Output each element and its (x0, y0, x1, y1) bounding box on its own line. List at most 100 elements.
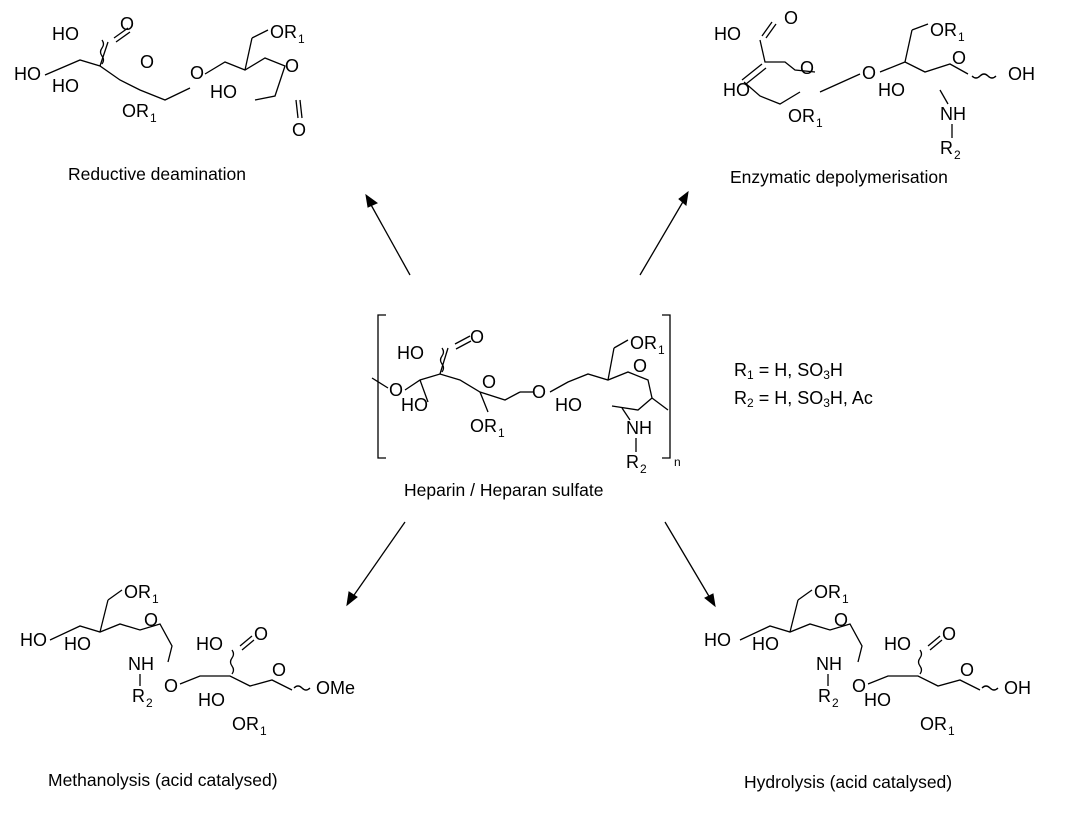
me-ring-o: O (144, 610, 158, 630)
ez-ring-o: O (800, 58, 814, 78)
ez-ho2: HO (878, 80, 905, 100)
ez-oh: OH (1008, 64, 1035, 84)
me-ring-1 (49, 623, 173, 663)
ez-double-2 (745, 67, 767, 85)
ring-oxygen-2: O (633, 356, 647, 376)
r2-sub: 2 (640, 462, 647, 476)
ez-ring-1a (759, 39, 816, 73)
r-group-legend: R1 = H, SO3H R2 = H, SO3H, Ac (734, 356, 873, 412)
me-or-top-sub: 1 (152, 592, 159, 606)
rd-carboxyl (99, 41, 109, 67)
carbonyl-bond (454, 335, 471, 345)
chain-out (651, 397, 669, 411)
ez-or-bottom: OR (788, 106, 815, 126)
me-ring-2 (179, 675, 293, 691)
rd-wavy (99, 39, 105, 65)
ho-left: HO (401, 395, 428, 415)
hy-ch2 (789, 599, 799, 633)
hy-or-bottom-sub: 1 (948, 724, 955, 738)
rd-or-top: OR (270, 22, 297, 42)
rd-cho-2 (295, 99, 299, 119)
hydrolysis-structure: OR 1 O HO HO NH R 2 O HO O O HO OR 1 OH (704, 582, 1031, 738)
hy-or-top-sub: 1 (842, 592, 849, 606)
rd-or-bottom-sub: 1 (150, 111, 157, 125)
rd-ho3: HO (210, 82, 237, 102)
rd-cho (299, 99, 303, 119)
r2-definition: R2 = H, SO3H, Ac (734, 388, 873, 410)
wavy-bond (439, 347, 445, 373)
caption-hydrolysis: Hydrolysis (acid catalysed) (744, 772, 953, 792)
ez-carbonyl-o: O (784, 8, 798, 28)
nh-bond (621, 407, 631, 421)
repeat-n: n (674, 455, 681, 469)
acid-ho: HO (397, 343, 424, 363)
rd-ring-o: O (140, 52, 154, 72)
left-bracket (377, 314, 386, 459)
hy-ho3: HO (864, 690, 891, 710)
rd-co (113, 27, 129, 39)
ch2-bond-2 (613, 339, 629, 349)
rd-ring-2 (204, 57, 286, 101)
ez-double-1 (741, 63, 763, 81)
hy-wavy-oh (981, 685, 999, 691)
r1-definition: R1 = H, SO3H (734, 360, 843, 382)
me-ome: OMe (316, 678, 355, 698)
right-bracket (662, 314, 671, 459)
me-r2: R (132, 686, 145, 706)
rd-ch2-2 (251, 29, 269, 39)
rd-ring-1 (44, 59, 191, 101)
hy-wavy (917, 649, 923, 675)
rd-ho2: HO (52, 76, 79, 96)
hy-nh: NH (816, 654, 842, 674)
me-or-top: OR (124, 582, 151, 602)
me-gly-o: O (164, 676, 178, 696)
arrowhead-enzymatic (678, 190, 689, 206)
me-co-2 (241, 639, 255, 651)
ez-gly (819, 73, 861, 93)
arrow-to-methanolysis (351, 521, 406, 599)
enzymatic-structure: HO O O HO OR 1 O OR 1 O HO NH R 2 OH (714, 8, 1035, 162)
rd-acid: HO (52, 24, 79, 44)
ho-right: HO (555, 395, 582, 415)
me-carbonyl-o: O (254, 624, 268, 644)
hy-ring-1 (739, 623, 863, 663)
hy-ring-o2: O (960, 660, 974, 680)
ez-co (761, 21, 773, 37)
rd-aldehyde-o: O (292, 120, 306, 140)
caption-reductive-deamination: Reductive deamination (68, 164, 247, 184)
caption-methanolysis: Methanolysis (acid catalysed) (48, 770, 278, 790)
arrowhead-hydrolysis (704, 593, 716, 608)
heparin-structure: n O HO O O HO OR 1 O OR 1 O HO NH R 2 (371, 314, 681, 476)
me-acid: HO (196, 634, 223, 654)
hy-acid: HO (884, 634, 911, 654)
me-ho: HO (20, 630, 47, 650)
or-top-sub: 1 (658, 343, 665, 357)
ez-ring-1b (743, 81, 801, 105)
hy-ch2-2 (797, 589, 813, 601)
hy-r2: R (818, 686, 831, 706)
ring-oxygen: O (482, 372, 496, 392)
arrows (346, 190, 716, 608)
rd-co-2 (115, 31, 131, 43)
ez-or-bottom-sub: 1 (816, 116, 823, 130)
hy-gly-o: O (852, 676, 866, 696)
me-ho2: HO (64, 634, 91, 654)
or-top: OR (630, 333, 657, 353)
or-bond (479, 391, 489, 413)
rd-ch2 (244, 37, 253, 71)
ez-ring-o2: O (952, 48, 966, 68)
ez-nh-bond (939, 89, 949, 105)
r2: R (626, 452, 639, 472)
right-ring (549, 371, 653, 411)
ch2-bond (607, 347, 615, 381)
arrow-to-enzymatic (639, 199, 685, 276)
me-or-bottom: OR (232, 714, 259, 734)
rd-or-top-sub: 1 (298, 32, 305, 46)
caption-enzymatic-depolymerisation: Enzymatic depolymerisation (730, 167, 948, 187)
hy-or-top: OR (814, 582, 841, 602)
ez-ch2-2 (911, 23, 929, 31)
me-ho3: HO (198, 690, 225, 710)
me-co (239, 635, 253, 647)
hy-ring-2 (867, 675, 981, 691)
